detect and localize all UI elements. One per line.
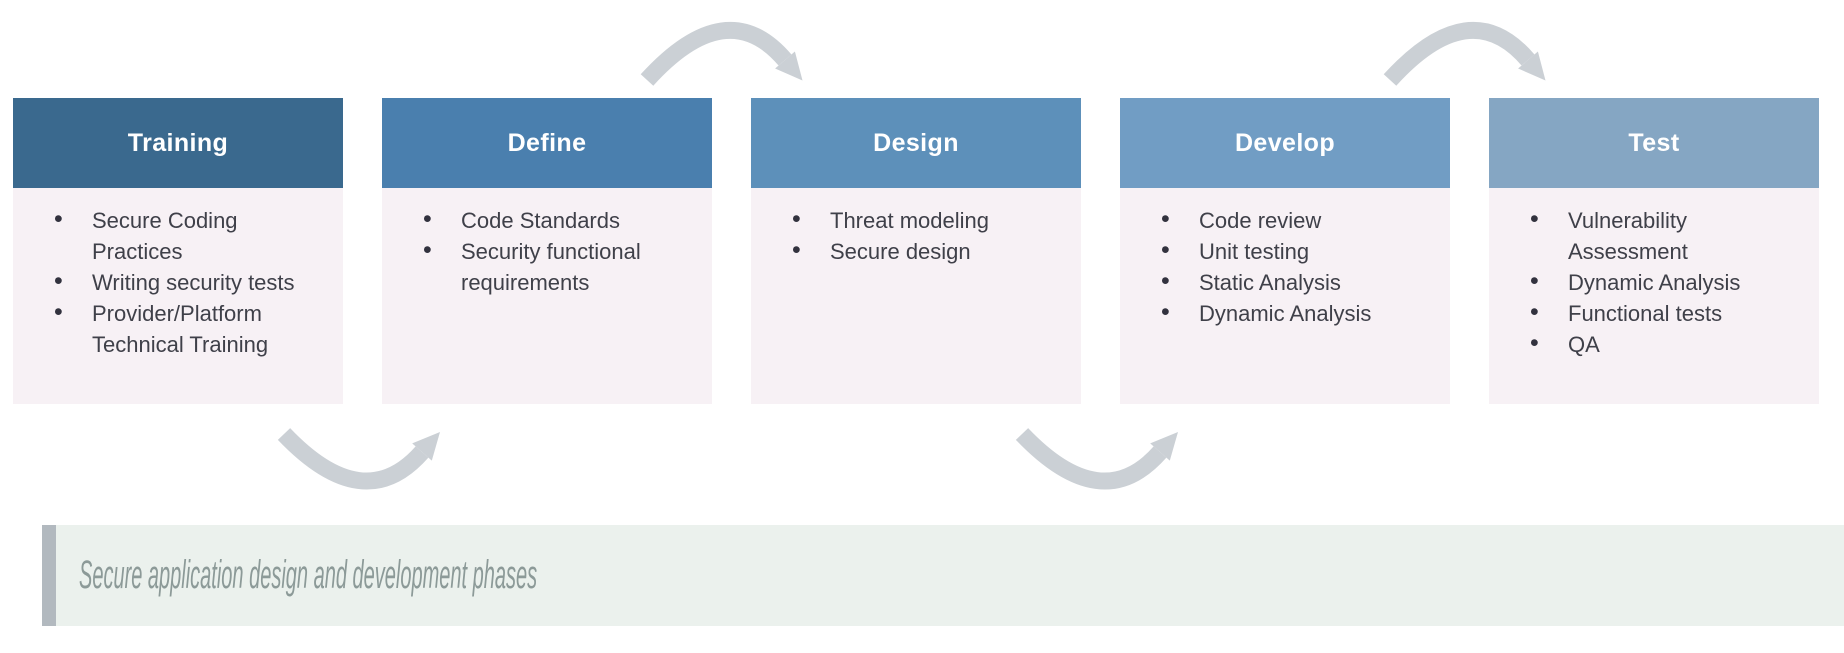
curved-arrow-icon — [277, 428, 440, 490]
phase-item: Threat modeling — [792, 204, 1067, 236]
phase-title: Test — [1489, 98, 1819, 188]
phase-row: Training Secure Coding PracticesWriting … — [13, 98, 1819, 404]
phase-title: Develop — [1120, 98, 1450, 188]
phase-item: Functional tests — [1530, 297, 1805, 329]
phase-item: Secure Coding Practices — [54, 204, 329, 267]
arrow-head — [1150, 432, 1178, 461]
phase-item-list: Secure Coding PracticesWriting security … — [13, 188, 343, 404]
phase-item: Provider/Platform Technical Training — [54, 297, 329, 360]
phase-item-list: Code StandardsSecurity functional requir… — [382, 188, 712, 404]
phase-item: Security functional requirements — [423, 235, 698, 298]
figure-caption-bar: Secure application design and developmen… — [42, 525, 1844, 626]
phase-item-list: Threat modelingSecure design — [751, 188, 1081, 404]
phase-title: Design — [751, 98, 1081, 188]
curved-arrow-icon — [640, 21, 803, 86]
phase-item: Static Analysis — [1161, 266, 1436, 298]
phase-item: QA — [1530, 328, 1805, 360]
caption-body: Secure application design and developmen… — [56, 525, 1844, 626]
phase-item: Vulnerability Assessment — [1530, 204, 1805, 267]
arrow-arc — [640, 21, 792, 86]
phase-item: Unit testing — [1161, 235, 1436, 267]
phase-card: Test Vulnerability AssessmentDynamic Ana… — [1489, 98, 1819, 404]
phase-card: Define Code StandardsSecurity functional… — [382, 98, 712, 404]
phase-title: Training — [13, 98, 343, 188]
phase-item-list: Vulnerability AssessmentDynamic Analysis… — [1489, 188, 1819, 404]
arrow-arc — [277, 428, 429, 490]
phase-item: Secure design — [792, 235, 1067, 267]
phase-item: Writing security tests — [54, 266, 329, 298]
arrow-head — [412, 432, 440, 461]
phase-item: Code Standards — [423, 204, 698, 236]
phase-item: Code review — [1161, 204, 1436, 236]
curved-arrow-icon — [1015, 428, 1178, 490]
phase-item: Dynamic Analysis — [1161, 297, 1436, 329]
phase-item: Dynamic Analysis — [1530, 266, 1805, 298]
arrow-head — [1518, 51, 1546, 81]
curved-arrow-icon — [1383, 21, 1546, 86]
phase-item-list: Code reviewUnit testingStatic AnalysisDy… — [1120, 188, 1450, 404]
phase-title: Define — [382, 98, 712, 188]
phase-card: Training Secure Coding PracticesWriting … — [13, 98, 343, 404]
phase-card: Develop Code reviewUnit testingStatic An… — [1120, 98, 1450, 404]
arrow-arc — [1383, 21, 1535, 86]
arrow-head — [775, 51, 803, 81]
arrow-arc — [1015, 428, 1167, 490]
caption-accent-bar — [42, 525, 56, 626]
phase-card: Design Threat modelingSecure design — [751, 98, 1081, 404]
figure-caption-text: Secure application design and developmen… — [79, 553, 538, 597]
